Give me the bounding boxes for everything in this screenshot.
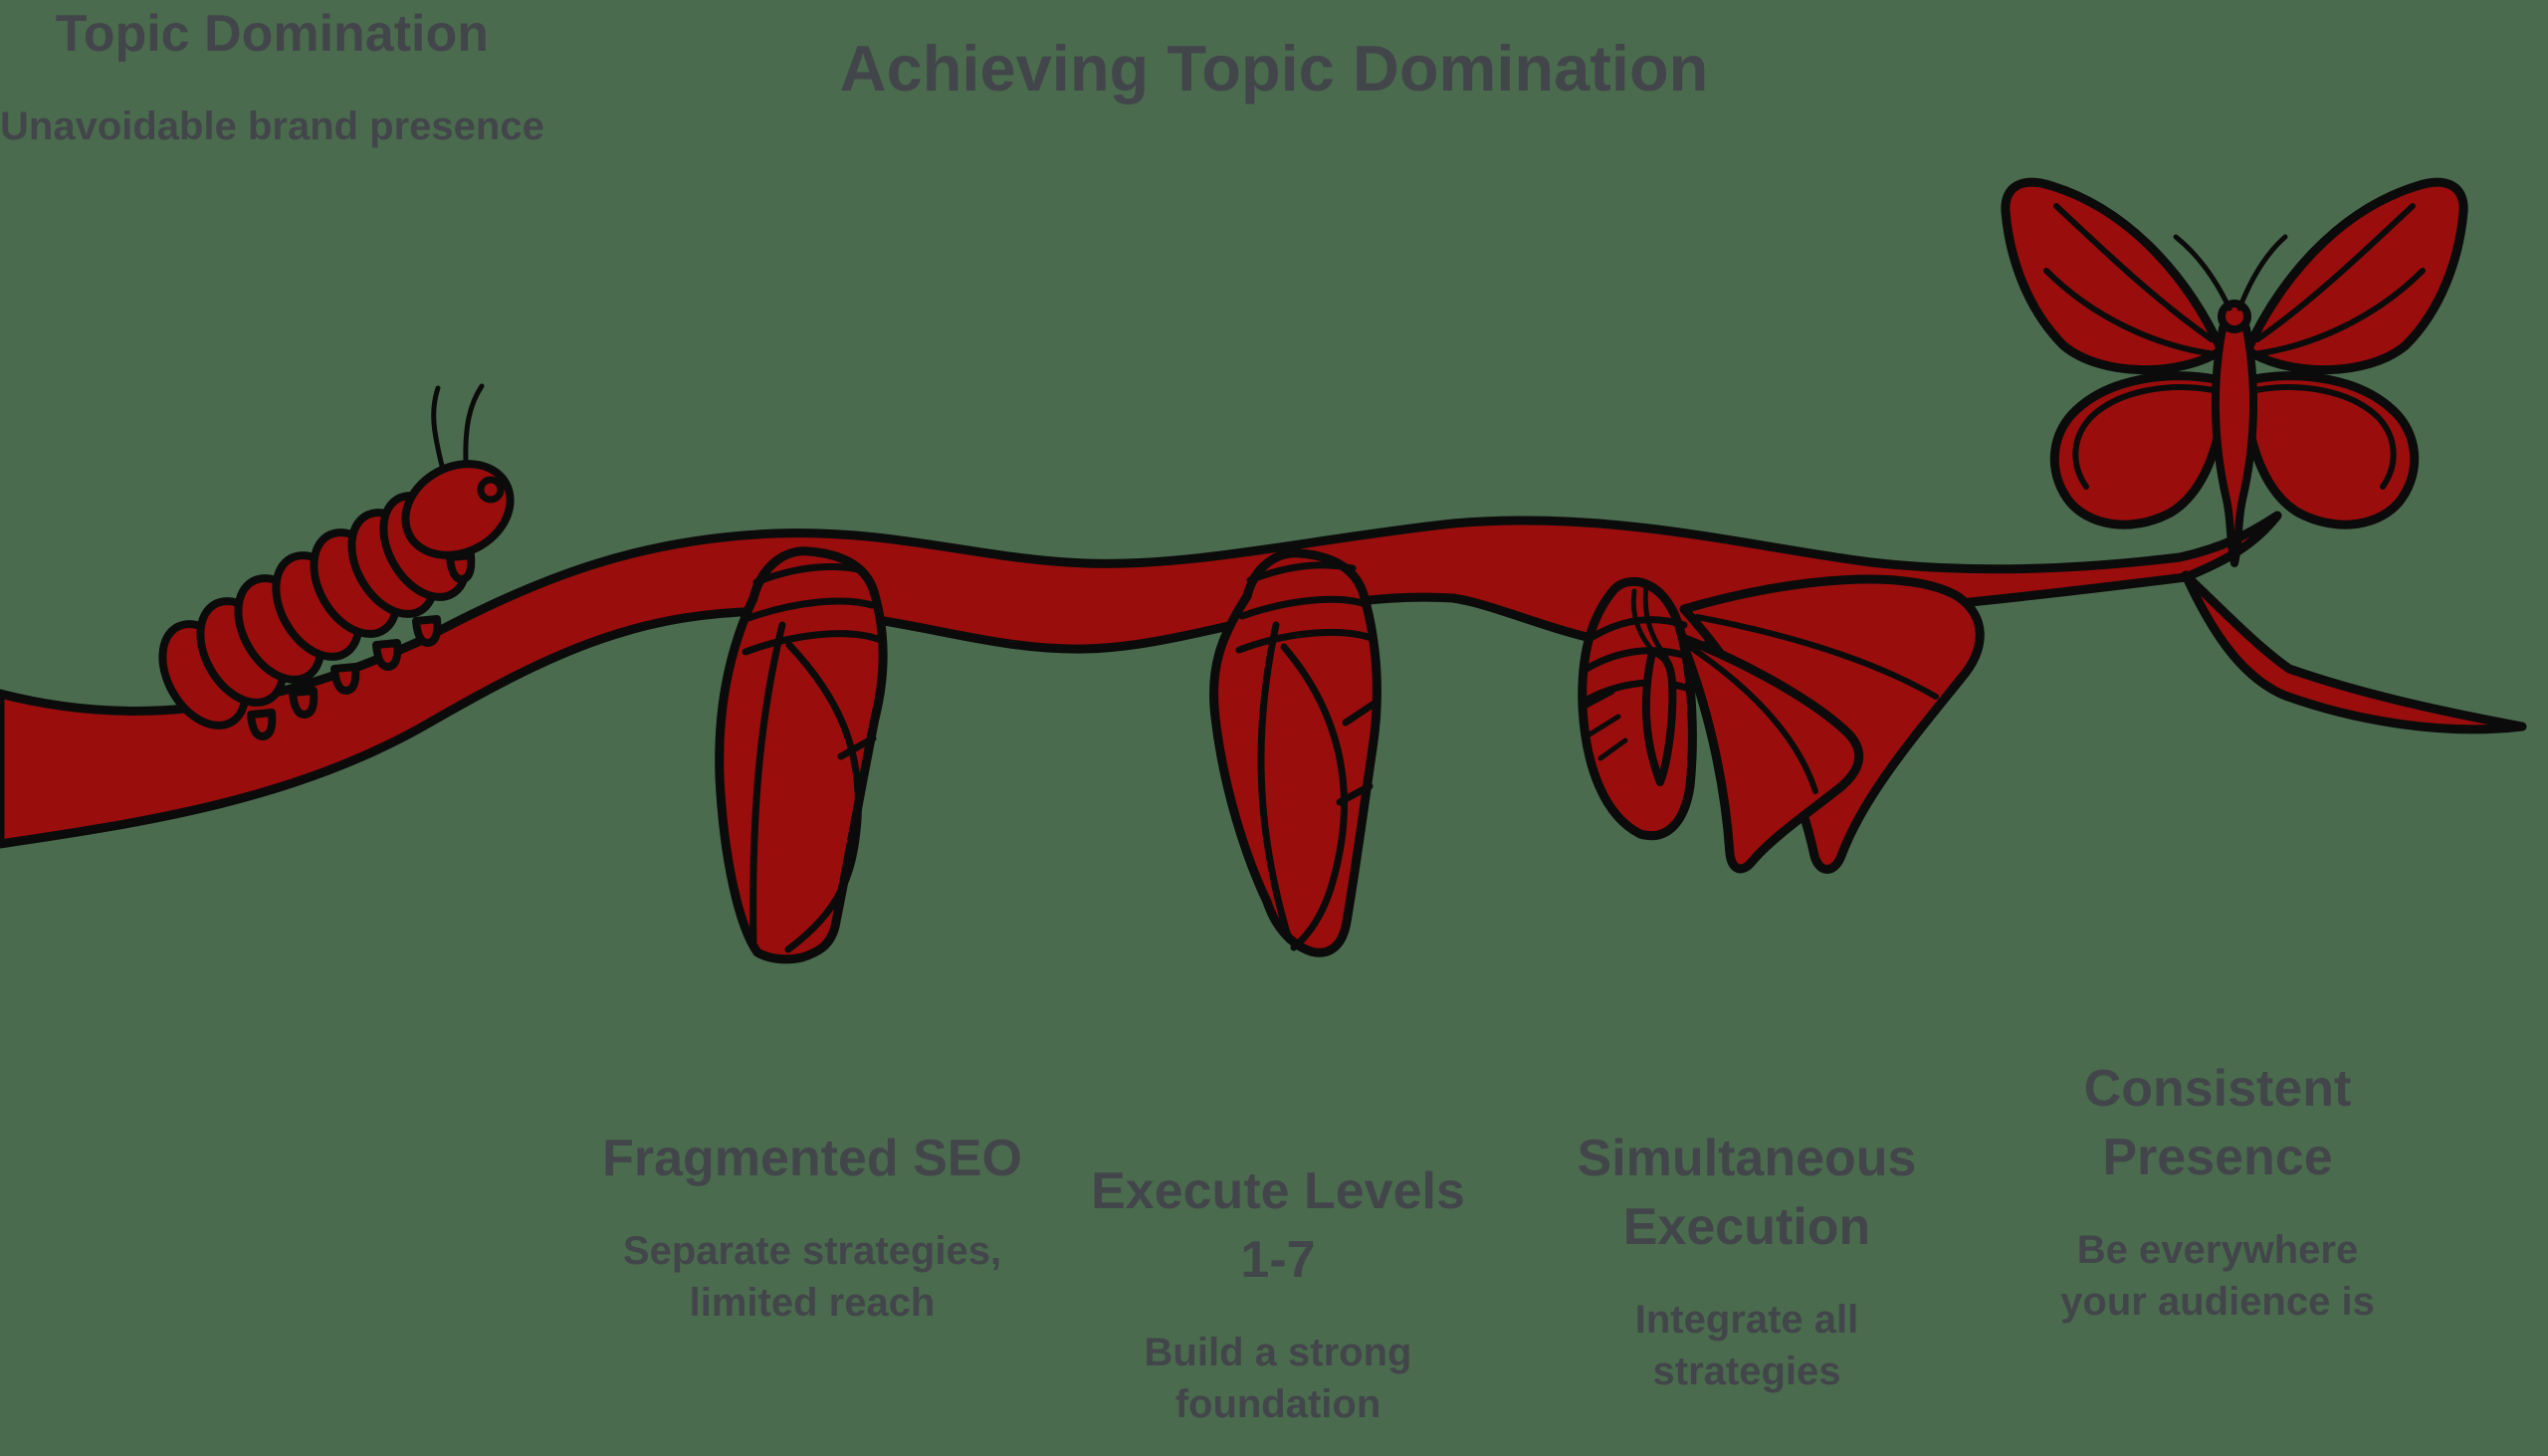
- chrysalis-1: [715, 546, 888, 964]
- stage-subtitle: Be everywhere your audience is: [2060, 1228, 2375, 1325]
- page-title: Achieving Topic Domination: [839, 32, 1709, 104]
- caterpillar: [158, 383, 515, 740]
- caterpillar-legs: [247, 551, 476, 740]
- stage-heading: Consistent Presence: [2083, 1060, 2352, 1187]
- emerging-butterfly-legs: [1582, 689, 1628, 761]
- stage-subtitle: Unavoidable brand presence: [0, 104, 544, 149]
- butterfly-head: [2218, 300, 2251, 333]
- emerging-butterfly-abdomen: [1641, 648, 1677, 786]
- stage-heading: Topic Domination: [55, 5, 490, 63]
- caterpillar-antennae: [431, 383, 485, 473]
- stage-label-fragmented-seo: Fragmented SEO Separate strategies, limi…: [593, 1125, 1031, 1329]
- stage-subtitle: Build a strong foundation: [1144, 1331, 1412, 1427]
- stage-heading: Fragmented SEO: [602, 1130, 1022, 1187]
- butterfly: [2001, 177, 2468, 567]
- stage-label-execute-levels: Execute Levels 1-7 Build a strong founda…: [1079, 1157, 1477, 1430]
- stage-label-topic-domination: Topic Domination Unavoidable brand prese…: [0, 0, 544, 152]
- stage-label-consistent-presence: Consistent Presence Be everywhere your a…: [2028, 1055, 2407, 1328]
- stage-subtitle: Integrate all strategies: [1634, 1298, 1859, 1394]
- stage-label-simultaneous-execution: Simultaneous Execution Integrate all str…: [1548, 1125, 1946, 1397]
- emerging-butterfly-antennae: [1630, 583, 1669, 660]
- butterfly-antennae: [2173, 234, 2288, 312]
- caterpillar-eye: [477, 476, 505, 504]
- stage-heading: Execute Levels 1-7: [1091, 1162, 1465, 1290]
- emerging-butterfly: [1578, 574, 1985, 874]
- stage-subtitle: Separate strategies, limited reach: [622, 1229, 1002, 1326]
- branch-twig: [2181, 570, 2527, 734]
- stage-heading: Simultaneous Execution: [1577, 1130, 1917, 1257]
- chrysalis-2: [1208, 548, 1381, 957]
- butterfly-body: [2211, 312, 2258, 567]
